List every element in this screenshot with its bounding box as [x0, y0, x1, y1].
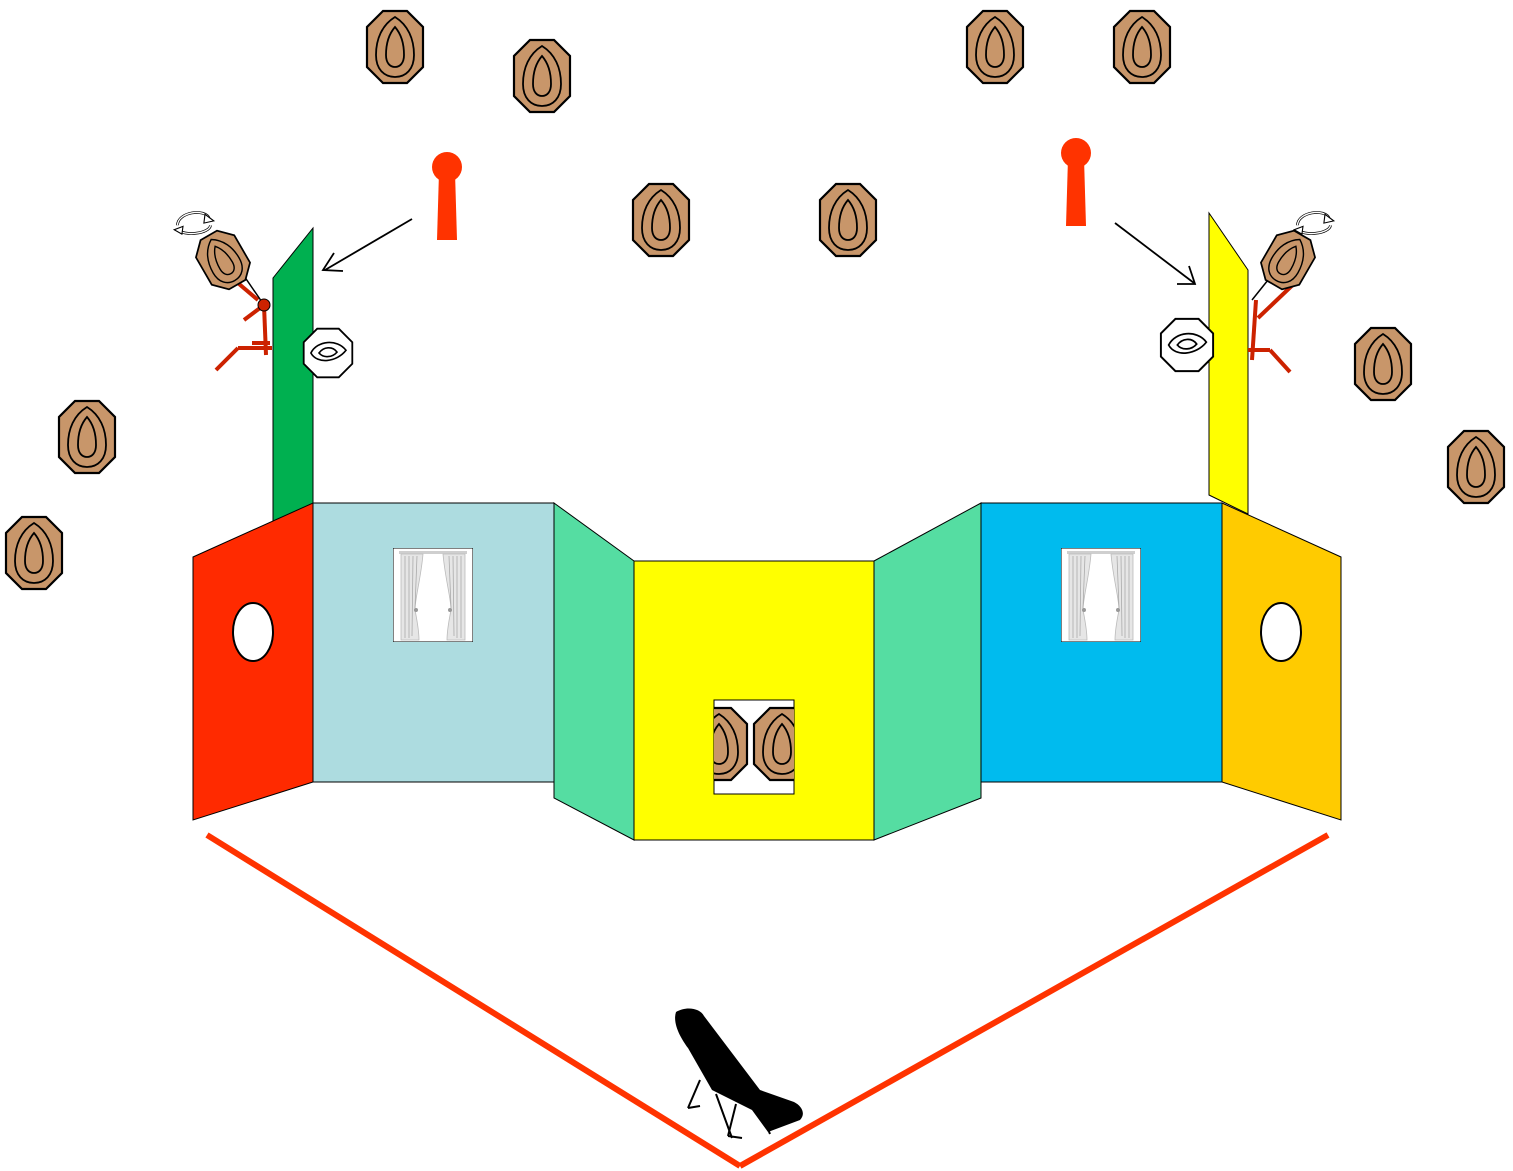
lounge-chair-icon: [675, 1008, 803, 1139]
green-wall: [272, 226, 314, 526]
back-walls: [272, 211, 1249, 526]
curtain-window-left: [393, 548, 473, 642]
swinger-right: [1248, 211, 1336, 374]
panel-mint-left: [553, 502, 635, 841]
paper-target-5: [631, 182, 691, 258]
fault-lines: [205, 832, 1330, 1169]
fault-line-right: [738, 832, 1330, 1169]
paper-target-4: [1112, 9, 1172, 85]
paper-target-10: [1446, 429, 1506, 505]
popper-left: [432, 152, 462, 240]
panel-mint-right: [873, 502, 982, 841]
fault-line-left: [205, 832, 742, 1169]
swinging-target-left: [188, 223, 258, 297]
paper-target-1: [365, 9, 425, 85]
swinger-left: [172, 211, 272, 372]
paper-target-8: [4, 515, 64, 591]
paper-target-2: [512, 38, 572, 114]
panel-blue: [980, 502, 1223, 783]
yellow-wall: [1208, 211, 1249, 515]
activation-arrow-left: [324, 218, 413, 271]
port-right: [1260, 602, 1302, 662]
activation-arrows: [321, 218, 1197, 285]
paper-target-3: [965, 9, 1025, 85]
wall-panels: [192, 502, 1342, 841]
paper-target-7: [57, 399, 117, 475]
activation-arrow-right: [1114, 222, 1195, 284]
center-window: [713, 699, 795, 795]
panel-light-blue: [312, 502, 555, 783]
curtain-window-right: [1061, 548, 1141, 642]
no-shoot-right: [1159, 317, 1215, 373]
swing-rotation-icon-right: [1292, 211, 1336, 236]
port-left: [232, 602, 274, 662]
popper-right: [1061, 138, 1091, 226]
no-shoot-left: [302, 327, 354, 379]
paper-target-6: [818, 182, 878, 258]
swing-rotation-icon-left: [172, 211, 216, 236]
paper-target-9: [1353, 326, 1413, 402]
